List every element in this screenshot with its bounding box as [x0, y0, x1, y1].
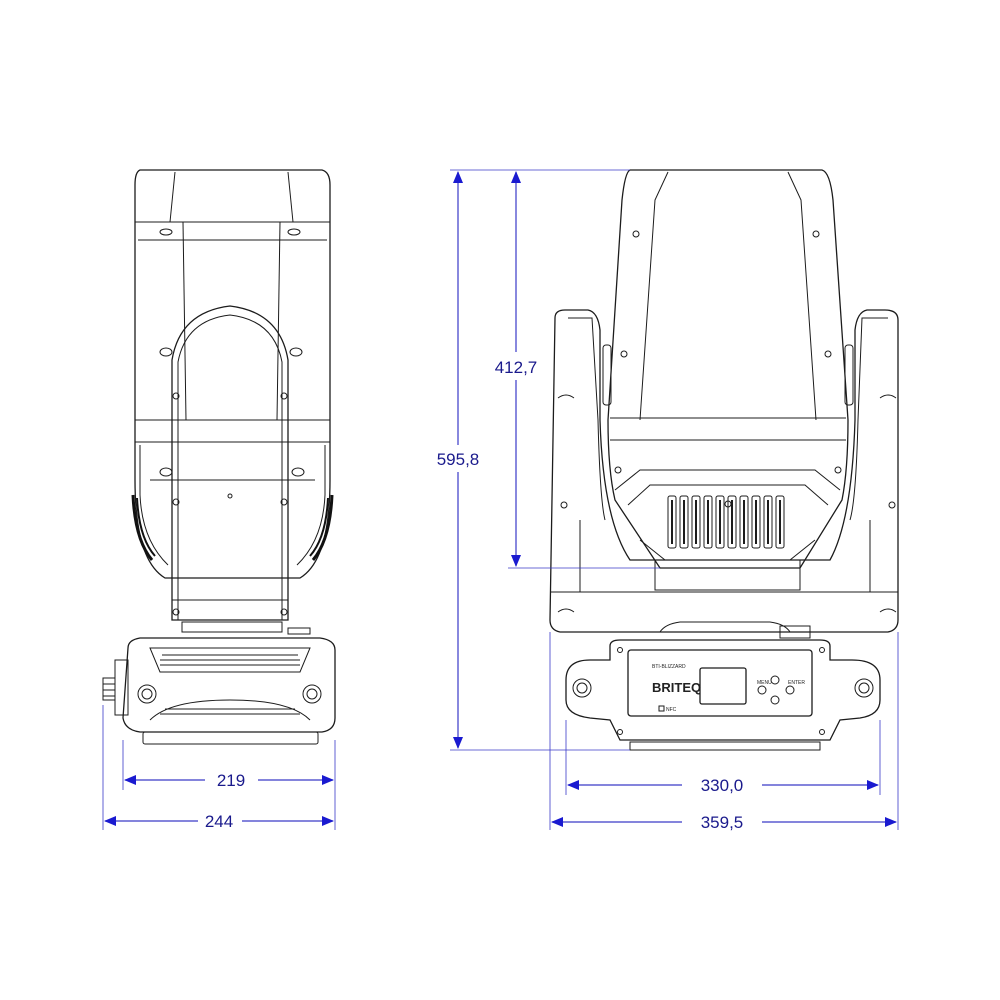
side-view-head: [131, 169, 334, 579]
panel-nfc-label: NFC: [666, 707, 677, 713]
front-view-base: [565, 621, 881, 751]
panel-brand: BRITEQ: [652, 680, 701, 695]
grille-slat: [667, 495, 677, 549]
side-cooling-fins-right: [309, 494, 334, 561]
grille-slat: [691, 495, 701, 549]
dim-359-label: 359,5: [701, 813, 744, 832]
panel-button-down: [770, 695, 780, 705]
dim-412-label: 412,7: [495, 358, 538, 377]
dim-front-outer-width: 359,5: [551, 813, 897, 832]
front-cooling-grille: [667, 495, 785, 549]
display-panel: BTI-BLIZZARD BRITEQ NFC MENU ENTER: [627, 649, 813, 717]
grille-slat: [703, 495, 713, 549]
dim-244-label: 244: [205, 812, 233, 831]
panel-button-enter: [785, 685, 795, 695]
dim-330-label: 330,0: [701, 776, 744, 795]
side-view-base: [102, 637, 336, 745]
panel-enter-label: ENTER: [788, 680, 805, 686]
display-screen: [699, 667, 747, 705]
side-connectors: [102, 659, 129, 716]
side-view: [102, 169, 336, 745]
grille-slat: [763, 495, 773, 549]
dim-side-outer-width: 244: [104, 812, 334, 831]
dim-front-inner-width: 330,0: [567, 776, 879, 795]
grille-slat: [751, 495, 761, 549]
front-view-head: [607, 169, 849, 569]
side-view-yoke: [171, 305, 311, 635]
grille-slat: [739, 495, 749, 549]
dim-219-label: 219: [217, 771, 245, 790]
dim-total-height: 595,8: [437, 171, 480, 749]
grille-slat: [679, 495, 689, 549]
panel-menu-label: MENU: [757, 680, 772, 686]
side-cooling-fins-left: [131, 494, 156, 561]
front-view: BTI-BLIZZARD BRITEQ NFC MENU ENTER: [549, 169, 899, 751]
grille-slat: [715, 495, 725, 549]
dim-side-inner-width: 219: [124, 771, 334, 790]
grille-slat: [775, 495, 785, 549]
dimension-lines: 219 244 330,0 359,5 595,8: [102, 169, 899, 832]
panel-button-menu: [757, 685, 767, 695]
panel-model-label: BTI-BLIZZARD: [652, 664, 686, 670]
dim-head-height: 412,7: [495, 171, 538, 567]
panel-button-up: [770, 675, 780, 685]
dim-595-label: 595,8: [437, 450, 480, 469]
grille-slat: [727, 495, 737, 549]
